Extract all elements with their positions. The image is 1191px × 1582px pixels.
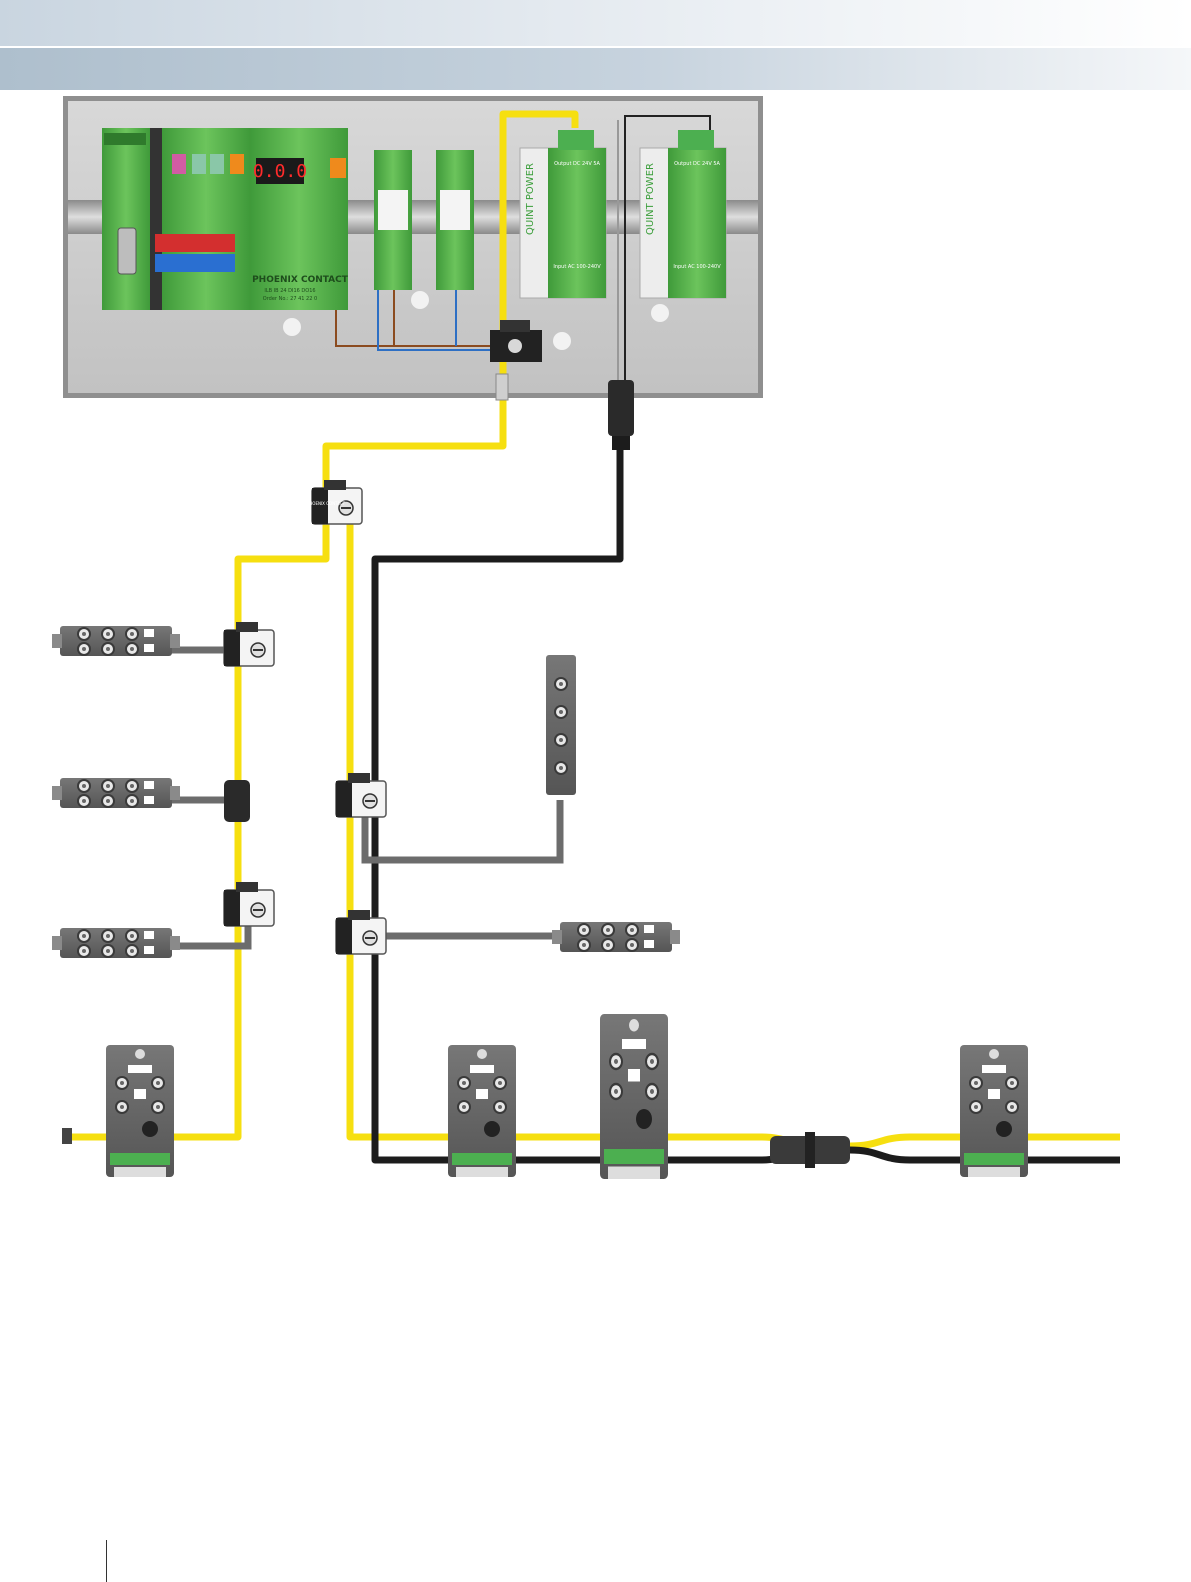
interface-module-icon — [374, 150, 474, 290]
subheader-band — [0, 48, 1191, 90]
terminal-icon — [490, 320, 634, 450]
cable-end-cap — [62, 1128, 72, 1144]
internal-wiring — [335, 115, 711, 380]
flat-cable-coupler-icon — [223, 479, 387, 955]
psu1-output: Output DC 24V 5A — [554, 161, 600, 167]
psu1-input: Input AC 100-240V — [553, 264, 601, 270]
controller-order: Order No.: 27 41 22 0 — [263, 296, 317, 302]
controller-model: ILB IB 24 DI16 DO16 — [264, 288, 315, 294]
controller-brand: PHOENIX CONTACT — [252, 275, 349, 285]
coupler-label: PHOENIX CONTACT — [307, 501, 346, 506]
psu2-brand: QUINT POWER — [645, 163, 656, 235]
controller-icon: 0.0.0 PHOENIX CONTACT ILB IB 24 DI16 DO1… — [102, 128, 349, 310]
page-margin-rule — [106, 1540, 107, 1582]
header-band — [0, 0, 1191, 46]
psu1-brand: QUINT POWER — [525, 163, 536, 235]
power-supply-icon: QUINT POWER Output DC 24V 5A Input AC 10… — [519, 130, 727, 299]
display-readout: 0.0.0 — [253, 161, 307, 182]
psu2-output: Output DC 24V 5A — [674, 161, 720, 167]
io-box-icon — [52, 626, 680, 958]
cable-connector-icon — [770, 1132, 850, 1168]
psu2-input: Input AC 100-240V — [673, 264, 721, 270]
